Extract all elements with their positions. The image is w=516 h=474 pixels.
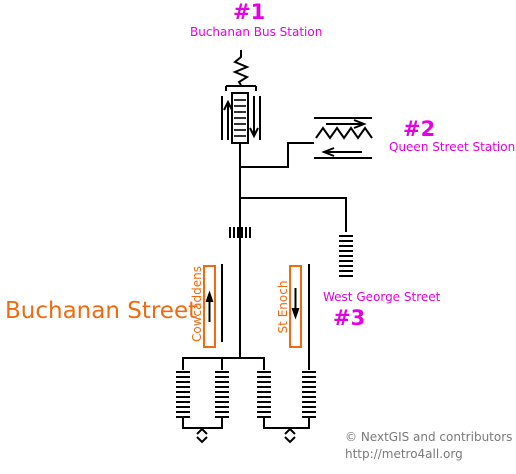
walkway-icon — [314, 117, 373, 159]
ramp-icon — [232, 50, 250, 86]
exit-2-number: #2 — [403, 117, 436, 141]
exit-3-number: #3 — [333, 306, 366, 330]
attribution: © NextGIS and contributors http://metro4… — [345, 429, 512, 463]
stairs-icon — [229, 227, 251, 238]
stairs-icon — [176, 371, 229, 418]
exit-1-label: Buchanan Bus Station — [190, 25, 323, 39]
attribution-line-1: © NextGIS and contributors — [345, 430, 513, 444]
exit-2-label: Queen Street Station — [389, 140, 516, 154]
stairs-icon — [234, 99, 246, 137]
platform-cowcaddens — [203, 264, 223, 348]
stairs-icon — [257, 371, 316, 418]
exit-1-number: #1 — [233, 0, 266, 24]
stairs-icon — [339, 235, 353, 277]
platform-st-enoch — [289, 264, 310, 370]
attribution-line-2: http://metro4all.org — [345, 447, 463, 461]
exit-3-label: West George Street — [323, 290, 441, 304]
walkway-icon — [221, 85, 261, 144]
station-title: Buchanan Street — [5, 298, 198, 324]
